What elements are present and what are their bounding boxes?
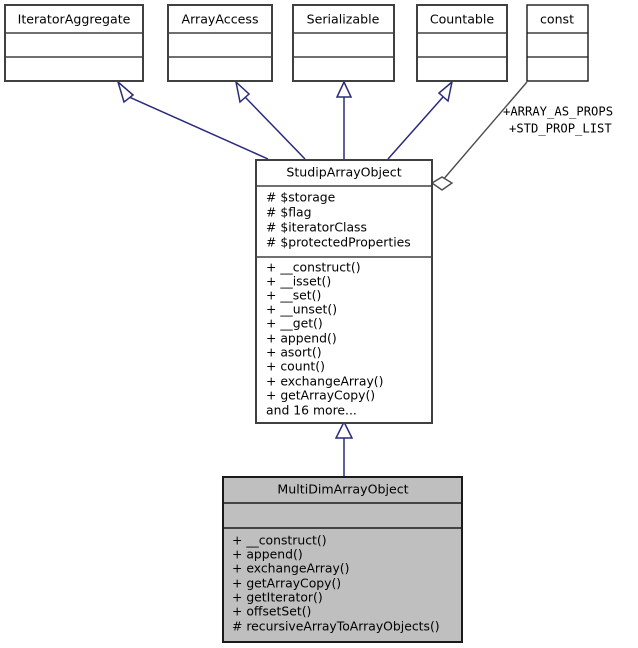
- method-row: + exchangeArray(): [266, 374, 383, 389]
- edge-realization-serializable: [335, 80, 353, 159]
- class-box-array-access[interactable]: ArrayAccess: [167, 4, 273, 82]
- method-row: + getArrayCopy(): [232, 576, 341, 591]
- label-std-prop-list: +STD_PROP_LIST: [509, 122, 612, 136]
- edge-realization-array-access: [234, 79, 306, 160]
- class-name-array-access: ArrayAccess: [181, 12, 258, 27]
- class-name-serializable: Serializable: [307, 12, 380, 27]
- method-row: + exchangeArray(): [232, 561, 349, 576]
- method-row: + getArrayCopy(): [266, 388, 375, 403]
- class-name-const: const: [540, 12, 574, 27]
- method-row: # recursiveArrayToArrayObjects(): [232, 619, 440, 634]
- attribute-row: # $protectedProperties: [266, 235, 411, 250]
- method-list-studip-array-object: + __construct() + __isset() + __set() + …: [266, 260, 383, 418]
- class-name-multi-dim-array-object: MultiDimArrayObject: [277, 482, 408, 497]
- method-row: + offsetSet(): [232, 604, 311, 619]
- edge-inheritance-base: [334, 420, 354, 477]
- method-row: + append(): [266, 331, 337, 346]
- method-row: + __construct(): [232, 533, 327, 548]
- interface-boxes: IteratorAggregate ArrayAccess Serializab…: [4, 4, 589, 82]
- class-name-countable: Countable: [430, 12, 495, 27]
- relationship-edges: [116, 79, 528, 477]
- method-row: + count(): [266, 359, 325, 374]
- edge-realization-countable: [387, 80, 454, 160]
- method-row: + append(): [232, 547, 303, 562]
- class-name-studip-array-object: StudipArrayObject: [286, 165, 401, 180]
- label-array-as-props: +ARRAY_AS_PROPS: [503, 105, 613, 119]
- edge-aggregation-const: [430, 81, 528, 191]
- class-box-iterator-aggregate[interactable]: IteratorAggregate: [4, 4, 144, 82]
- class-name-iterator-aggregate: IteratorAggregate: [18, 12, 131, 27]
- attribute-row: # $storage: [266, 190, 335, 205]
- class-box-serializable[interactable]: Serializable: [292, 4, 395, 82]
- association-labels: +ARRAY_AS_PROPS +STD_PROP_LIST: [503, 105, 613, 136]
- edge-realization-iterator-aggregate: [116, 79, 269, 160]
- method-list-multi-dim-array-object: + __construct() + append() + exchangeArr…: [232, 533, 440, 634]
- attribute-row: # $flag: [266, 205, 311, 220]
- attribute-list-studip-array-object: # $storage # $flag # $iteratorClass # $p…: [266, 190, 411, 250]
- class-box-studip-array-object[interactable]: StudipArrayObject # $storage # $flag # $…: [255, 159, 433, 424]
- method-row: + __isset(): [266, 274, 331, 289]
- method-row: + asort(): [266, 345, 322, 360]
- method-row: + __get(): [266, 316, 323, 331]
- method-row: + __set(): [266, 288, 321, 303]
- class-box-countable[interactable]: Countable: [416, 4, 508, 82]
- method-row-more: and 16 more...: [266, 403, 357, 418]
- method-row: + __construct(): [266, 260, 361, 275]
- method-row: + getIterator(): [232, 590, 323, 605]
- method-row: + __unset(): [266, 302, 337, 317]
- class-box-const[interactable]: const: [526, 4, 589, 82]
- attribute-row: # $iteratorClass: [266, 220, 367, 235]
- class-box-multi-dim-array-object[interactable]: MultiDimArrayObject + __construct() + ap…: [222, 476, 463, 643]
